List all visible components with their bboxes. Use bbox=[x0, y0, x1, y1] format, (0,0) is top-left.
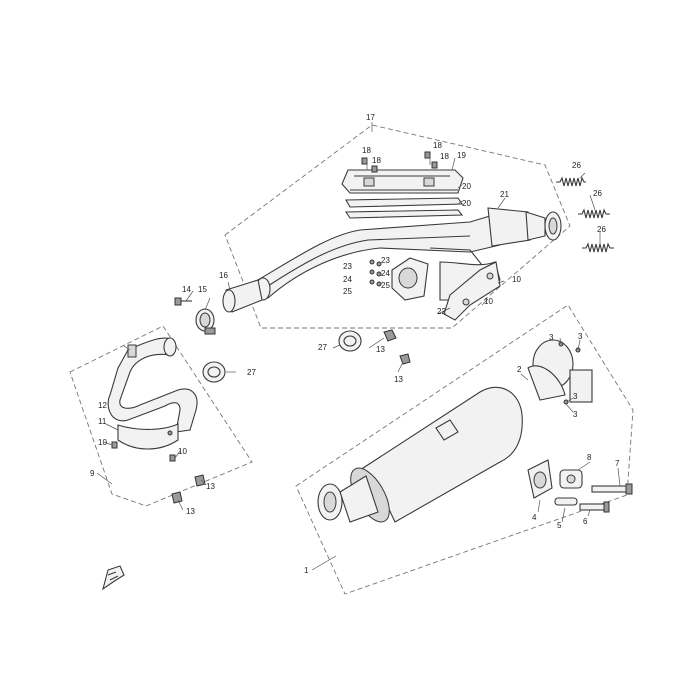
flange-studs bbox=[369, 259, 382, 287]
front-pipe bbox=[107, 337, 198, 433]
callout-14: 14 bbox=[182, 285, 191, 294]
callout-26: 26 bbox=[593, 189, 602, 198]
callout-4: 4 bbox=[532, 513, 537, 522]
callout-8: 8 bbox=[587, 453, 592, 462]
callout-20: 20 bbox=[462, 199, 471, 208]
callout-9: 9 bbox=[90, 469, 95, 478]
connector-pipe bbox=[222, 279, 263, 313]
callout-18: 18 bbox=[362, 146, 371, 155]
callout-10: 10 bbox=[98, 438, 107, 447]
callout-25: 25 bbox=[343, 287, 352, 296]
callout-10: 10 bbox=[512, 275, 521, 284]
callout-3: 3 bbox=[573, 410, 578, 419]
callout-11: 11 bbox=[98, 417, 107, 426]
callout-26: 26 bbox=[597, 225, 606, 234]
callout-3: 3 bbox=[573, 392, 578, 401]
callout-3: 3 bbox=[549, 333, 554, 342]
callout-24: 24 bbox=[381, 269, 390, 278]
header-flange bbox=[391, 257, 429, 301]
header-nuts bbox=[383, 329, 411, 365]
callout-21: 21 bbox=[500, 190, 509, 199]
callout-13: 13 bbox=[206, 482, 215, 491]
leader-lines bbox=[96, 122, 621, 571]
rubber-bushing bbox=[559, 469, 583, 489]
callout-20: 20 bbox=[462, 182, 471, 191]
callout-16: 16 bbox=[219, 271, 228, 280]
callout-23: 23 bbox=[343, 262, 352, 271]
group-outline-muffler bbox=[295, 304, 634, 595]
spring-3 bbox=[582, 242, 614, 253]
front-direction-arrow-icon bbox=[102, 565, 125, 591]
callout-19: 19 bbox=[457, 151, 466, 160]
mount-bolt-washer bbox=[579, 501, 610, 513]
heat-shield bbox=[341, 169, 464, 194]
callout-27: 27 bbox=[318, 343, 327, 352]
clamp bbox=[195, 308, 216, 335]
heat-shield-gasket bbox=[345, 197, 464, 208]
callout-7: 7 bbox=[615, 459, 620, 468]
clamp-bolt bbox=[174, 297, 192, 306]
callout-18: 18 bbox=[440, 152, 449, 161]
heat-shield-gasket-lower bbox=[344, 209, 464, 219]
callout-5: 5 bbox=[557, 521, 562, 530]
callout-23: 23 bbox=[381, 256, 390, 265]
callout-15: 15 bbox=[198, 285, 207, 294]
group-outline-header-assembly bbox=[224, 124, 571, 329]
header-bracket bbox=[443, 261, 501, 321]
callout-24: 24 bbox=[343, 275, 352, 284]
callout-13: 13 bbox=[394, 375, 403, 384]
callout-18: 18 bbox=[372, 156, 381, 165]
callout-10: 10 bbox=[484, 297, 493, 306]
shield-bolts bbox=[361, 151, 438, 173]
callout-18: 18 bbox=[433, 141, 442, 150]
tail-cap bbox=[527, 339, 593, 403]
collar bbox=[554, 497, 578, 506]
callout-13: 13 bbox=[376, 345, 385, 354]
spring-2 bbox=[578, 208, 610, 219]
callout-13: 13 bbox=[186, 507, 195, 516]
muffler bbox=[317, 386, 523, 523]
callout-25: 25 bbox=[381, 281, 390, 290]
callout-2: 2 bbox=[517, 365, 522, 374]
front-pipe-nuts bbox=[171, 474, 206, 504]
callout-12: 12 bbox=[98, 401, 107, 410]
callout-17: 17 bbox=[366, 113, 375, 122]
callout-1: 1 bbox=[304, 566, 309, 575]
spring-1 bbox=[556, 176, 586, 187]
gasket-front-pipe bbox=[202, 361, 226, 383]
callout-3: 3 bbox=[578, 332, 583, 341]
gasket-header bbox=[338, 330, 362, 352]
mount-bolt-long bbox=[591, 483, 633, 495]
callout-6: 6 bbox=[583, 517, 588, 526]
callout-10: 10 bbox=[178, 447, 187, 456]
muffler-mount bbox=[527, 459, 553, 499]
front-pipe-heat-shield bbox=[117, 423, 179, 450]
callout-numbers: 1 2 3 3 3 3 4 5 6 7 8 9 10 10 10 10 11 1… bbox=[90, 113, 620, 575]
callout-22: 22 bbox=[437, 307, 446, 316]
callout-26: 26 bbox=[572, 161, 581, 170]
callout-27: 27 bbox=[247, 368, 256, 377]
